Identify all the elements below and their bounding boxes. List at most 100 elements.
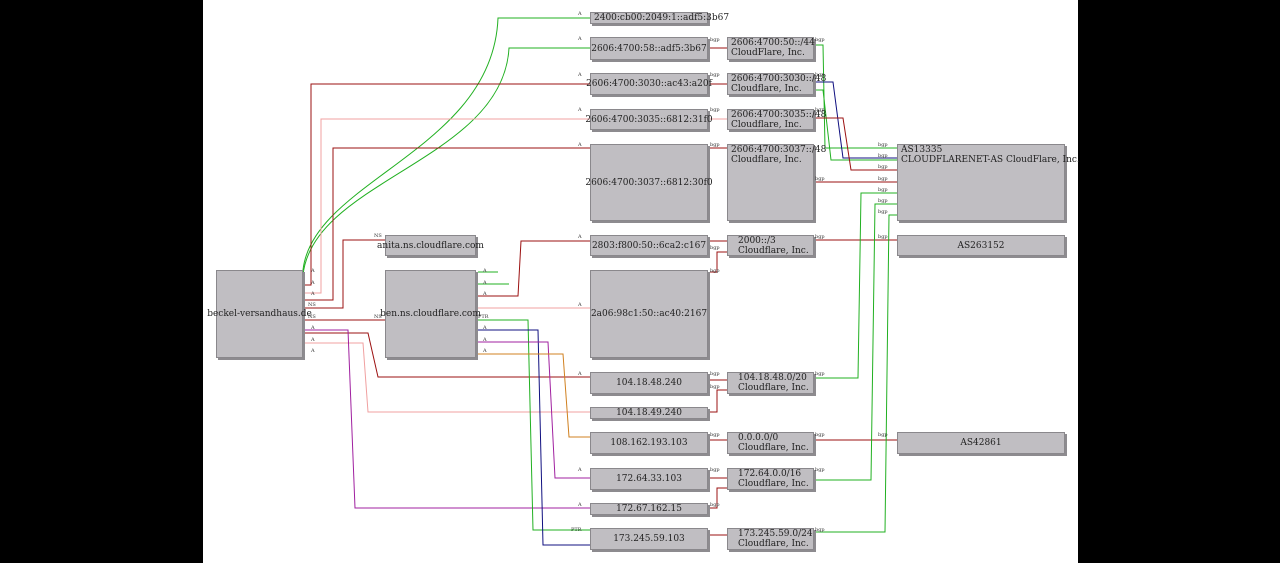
edge-label-a: A bbox=[483, 291, 487, 297]
edge-label-bgp: bgp bbox=[878, 164, 888, 170]
edge-label-bgp: bgp bbox=[878, 234, 888, 240]
edge-label-bgp: bgp bbox=[710, 37, 720, 43]
prefix-org: Cloudflare, Inc. bbox=[731, 155, 802, 165]
edge-label-bgp: bgp bbox=[710, 432, 720, 438]
edge-label-a: A bbox=[483, 348, 487, 354]
edge-bgp-v4-2 bbox=[710, 389, 727, 413]
edge-label-bgp: bgp bbox=[815, 37, 825, 43]
edge-root-v4-1 bbox=[303, 332, 590, 378]
ip-node-v6-1[interactable]: 2400:cb00:2049:1::adf5:3b67 bbox=[590, 12, 729, 24]
edge-asn-p8 bbox=[815, 203, 897, 481]
ip-node-v6-2[interactable]: 2606:4700:58::adf5:3b67 bbox=[590, 37, 708, 60]
edge-label-a: A bbox=[483, 268, 487, 274]
prefix-org: Cloudflare, Inc. bbox=[731, 84, 802, 94]
edge-label-bgp: bgp bbox=[815, 467, 825, 473]
edge-ben-v4-4 bbox=[478, 341, 590, 479]
edge-label-bgp: bgp bbox=[710, 72, 720, 78]
edge-asn-p2 bbox=[815, 81, 897, 159]
prefix-net: 173.245.59.0/24 bbox=[738, 529, 813, 539]
edge-label-bgp: bgp bbox=[878, 187, 888, 193]
asn-name: CLOUDFLARENET-AS CloudFlare, Inc. bbox=[901, 155, 1080, 165]
ip-node-v4-1[interactable]: 104.18.48.240 bbox=[590, 372, 708, 394]
edge-label-a: A bbox=[311, 291, 315, 297]
edge-root-v6-3 bbox=[303, 83, 590, 286]
edge-label-a: A bbox=[311, 348, 315, 354]
edge-label-bgp: bgp bbox=[710, 142, 720, 148]
edge-label-a: A bbox=[578, 107, 582, 113]
edge-ben-v4-6 bbox=[478, 329, 590, 546]
edge-label-a: A bbox=[578, 36, 582, 42]
edge-label-bgp: bgp bbox=[815, 432, 825, 438]
ip-node-v6-4[interactable]: 2606:4700:3035::6812:31f0 bbox=[585, 109, 713, 130]
edge-label-a: A bbox=[311, 337, 315, 343]
edge-label-bgp: bgp bbox=[815, 107, 825, 113]
edge-root-anita bbox=[303, 239, 385, 309]
edge-label-bgp: bgp bbox=[815, 72, 825, 78]
prefix-net: 104.18.48.0/20 bbox=[738, 373, 807, 383]
edge-label-bgp: bgp bbox=[815, 234, 825, 240]
ip-node-v6-7[interactable]: 2a06:98c1:50::ac40:2167 bbox=[590, 270, 708, 358]
prefix-net: 0.0.0.0/0 bbox=[738, 433, 779, 443]
edge-label-ptr: PTR bbox=[571, 527, 582, 533]
edge-label-a: A bbox=[483, 280, 487, 286]
edge-root-v6-4 bbox=[303, 118, 590, 294]
domain-node-root[interactable]: beckel-versandhaus.de bbox=[207, 270, 312, 358]
prefix-net: 2606:4700:3037::/48 bbox=[731, 145, 827, 155]
edge-label-ns: NS bbox=[308, 314, 316, 320]
ip-node-v6-6[interactable]: 2803:f800:50::6ca2:c167 bbox=[590, 235, 708, 256]
edge-asn-p3 bbox=[815, 117, 897, 171]
prefix-org: Cloudflare, Inc. bbox=[738, 383, 809, 393]
edge-label-bgp: bgp bbox=[710, 371, 720, 377]
ip-node-v4-3[interactable]: 108.162.193.103 bbox=[590, 432, 708, 454]
edge-root-v4-5 bbox=[303, 329, 590, 509]
edge-label-ns: NS bbox=[308, 302, 316, 308]
asn-node-263152[interactable]: AS263152 bbox=[897, 235, 1065, 256]
prefix-net: 2606:4700:50::/44 bbox=[731, 38, 815, 48]
ip-node-v6-3[interactable]: 2606:4700:3030::ac43:a20f bbox=[586, 73, 712, 95]
edge-label-bgp: bgp bbox=[710, 384, 720, 390]
edge-label-ns: NS bbox=[374, 314, 382, 320]
graph-canvas: beckel-versandhaus.de anita.ns.cloudflar… bbox=[203, 0, 1080, 563]
ip-node-v4-4[interactable]: 172.64.33.103 bbox=[590, 468, 708, 490]
edge-label-a: A bbox=[578, 11, 582, 17]
edge-label-bgp: bgp bbox=[878, 153, 888, 159]
prefix-org: Cloudflare, Inc. bbox=[731, 120, 802, 130]
edge-label-bgp: bgp bbox=[815, 371, 825, 377]
edge-label-a: A bbox=[578, 142, 582, 148]
edge-label-bgp: bgp bbox=[878, 432, 888, 438]
edge-root-v4-2 bbox=[303, 342, 590, 413]
edge-label-a: A bbox=[578, 302, 582, 308]
asn-node-42861[interactable]: AS42861 bbox=[897, 432, 1065, 454]
edge-label-bgp: bgp bbox=[710, 502, 720, 508]
edge-label-bgp: bgp bbox=[878, 209, 888, 215]
edge-label-ns: NS bbox=[374, 233, 382, 239]
edge-label-bgp: bgp bbox=[710, 245, 720, 251]
domain-node-ben[interactable]: ben.ns.cloudflare.com bbox=[380, 270, 481, 358]
domain-node-anita[interactable]: anita.ns.cloudflare.com bbox=[377, 235, 484, 256]
edge-label-a: A bbox=[311, 325, 315, 331]
ip-node-v4-5[interactable]: 172.67.162.15 bbox=[590, 503, 708, 515]
edge-label-bgp: bgp bbox=[710, 268, 720, 274]
edge-root-v6-1 bbox=[302, 17, 590, 271]
ip-node-v4-6[interactable]: 173.245.59.103 bbox=[590, 528, 708, 550]
prefix-org: Cloudflare, Inc. bbox=[738, 539, 809, 549]
edge-ben-v4-3 bbox=[478, 353, 590, 438]
edge-label-bgp: bgp bbox=[710, 107, 720, 113]
edge-label-bgp: bgp bbox=[878, 198, 888, 204]
ip-node-v6-5[interactable]: 2606:4700:3037::6812:30f0 bbox=[585, 144, 713, 221]
ip-node-v4-2[interactable]: 104.18.49.240 bbox=[590, 407, 708, 419]
edge-asn-p2b bbox=[815, 89, 897, 161]
edge-label-a: A bbox=[578, 502, 582, 508]
asn-number: AS13335 bbox=[901, 145, 943, 155]
edge-label-a: A bbox=[483, 337, 487, 343]
